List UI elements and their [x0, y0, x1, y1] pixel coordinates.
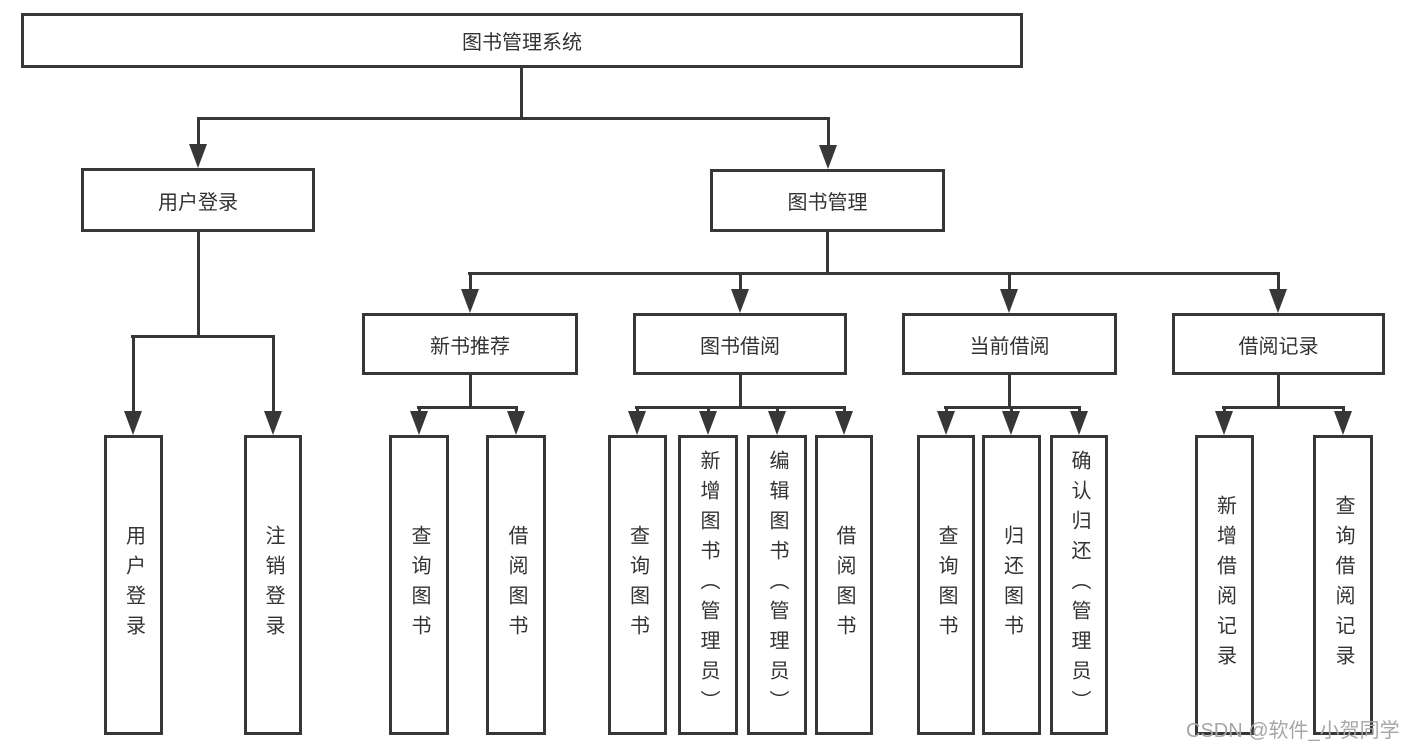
- node-cb-confirm-return: 确认归还（管理员）: [1050, 435, 1108, 735]
- node-label: 查询图书: [935, 525, 957, 645]
- connector-arrow: [768, 411, 786, 435]
- node-label: 编辑图书（管理员）: [766, 450, 788, 720]
- node-leaf-user-login: 用户登录: [104, 435, 163, 735]
- node-borrow-record: 借阅记录: [1172, 313, 1385, 375]
- connector-arrow: [1215, 411, 1233, 435]
- node-label: 新书推荐: [430, 335, 510, 358]
- node-book-borrow: 图书借阅: [633, 313, 847, 375]
- connector-line: [1223, 406, 1226, 415]
- connector-arrow: [264, 411, 282, 435]
- node-current-borrow: 当前借阅: [902, 313, 1117, 375]
- connector-line: [197, 231, 200, 337]
- connector-line: [1008, 272, 1011, 292]
- node-nb-query-book: 查询图书: [389, 435, 449, 735]
- connector-line: [776, 406, 779, 415]
- connector-line: [1078, 406, 1081, 415]
- connector-line: [635, 406, 846, 409]
- connector-arrow: [1070, 411, 1088, 435]
- connector-arrow: [1269, 289, 1287, 313]
- node-user-login: 用户登录: [81, 168, 315, 232]
- connector-line: [132, 335, 135, 415]
- connector-arrow: [835, 411, 853, 435]
- node-label: 查询借阅记录: [1332, 495, 1354, 675]
- node-new-book-recommend: 新书推荐: [362, 313, 578, 375]
- connector-line: [468, 272, 1280, 275]
- connector-arrow: [628, 411, 646, 435]
- node-label: 查询图书: [408, 525, 430, 645]
- connector-arrow: [1002, 411, 1020, 435]
- connector-arrow: [461, 289, 479, 313]
- node-br-add-record: 新增借阅记录: [1195, 435, 1254, 735]
- node-bb-edit-book: 编辑图书（管理员）: [747, 435, 807, 735]
- node-nb-borrow-book: 借阅图书: [486, 435, 546, 735]
- connector-line: [1342, 406, 1345, 415]
- connector-line: [131, 335, 275, 338]
- node-label: 图书管理系统: [462, 32, 582, 54]
- node-bb-add-book: 新增图书（管理员）: [678, 435, 738, 735]
- node-bb-borrow-book: 借阅图书: [815, 435, 873, 735]
- node-cb-return-book: 归还图书: [982, 435, 1041, 735]
- node-label: 图书借阅: [700, 335, 780, 358]
- connector-arrow: [819, 145, 837, 169]
- connector-arrow: [410, 411, 428, 435]
- connector-arrow: [507, 411, 525, 435]
- node-bb-query-book: 查询图书: [608, 435, 667, 735]
- connector-line: [469, 272, 472, 292]
- connector-line: [1277, 272, 1280, 292]
- node-library-system: 图书管理系统: [21, 13, 1023, 68]
- connector-arrow: [699, 411, 717, 435]
- connector-line: [515, 406, 518, 415]
- node-label: 新增图书（管理员）: [697, 450, 719, 720]
- node-label: 借阅图书: [505, 525, 527, 645]
- node-label: 借阅图书: [833, 525, 855, 645]
- connector-line: [945, 406, 948, 415]
- connector-line: [197, 117, 830, 120]
- node-label: 用户登录: [158, 191, 238, 214]
- connector-arrow: [1000, 289, 1018, 313]
- connector-line: [1222, 406, 1345, 409]
- connector-arrow: [731, 289, 749, 313]
- node-label: 新增借阅记录: [1213, 495, 1236, 675]
- node-label: 借阅记录: [1238, 335, 1319, 358]
- connector-line: [739, 272, 742, 292]
- connector-line: [1277, 374, 1280, 408]
- connector-line: [469, 374, 472, 408]
- connector-line: [739, 374, 742, 408]
- connector-line: [827, 117, 830, 149]
- connector-line: [636, 406, 639, 415]
- node-label: 查询图书: [626, 525, 649, 645]
- node-label: 当前借阅: [969, 335, 1050, 358]
- watermark: CSDN @软件_小贺同学: [1186, 720, 1400, 742]
- node-book-management: 图书管理: [710, 169, 945, 232]
- node-label: 用户登录: [122, 525, 145, 645]
- connector-line: [417, 406, 518, 409]
- connector-line: [1008, 374, 1011, 408]
- node-label: 归还图书: [1000, 525, 1023, 645]
- node-label: 确认归还（管理员）: [1068, 450, 1090, 720]
- connector-line: [272, 335, 275, 415]
- node-label: 注销登录: [262, 525, 284, 645]
- connector-line: [843, 406, 846, 415]
- connector-line: [1010, 406, 1013, 415]
- connector-line: [197, 117, 200, 149]
- node-br-query-record: 查询借阅记录: [1313, 435, 1373, 735]
- node-leaf-logout: 注销登录: [244, 435, 302, 735]
- node-label: 图书管理: [787, 192, 868, 214]
- connector-arrow: [937, 411, 955, 435]
- connector-arrow: [1334, 411, 1352, 435]
- connector-line: [520, 67, 523, 119]
- connector-line: [418, 406, 421, 415]
- connector-line: [707, 406, 710, 415]
- connector-line: [826, 231, 829, 274]
- connector-arrow: [124, 411, 142, 435]
- connector-arrow: [189, 144, 207, 168]
- node-cb-query-book: 查询图书: [917, 435, 975, 735]
